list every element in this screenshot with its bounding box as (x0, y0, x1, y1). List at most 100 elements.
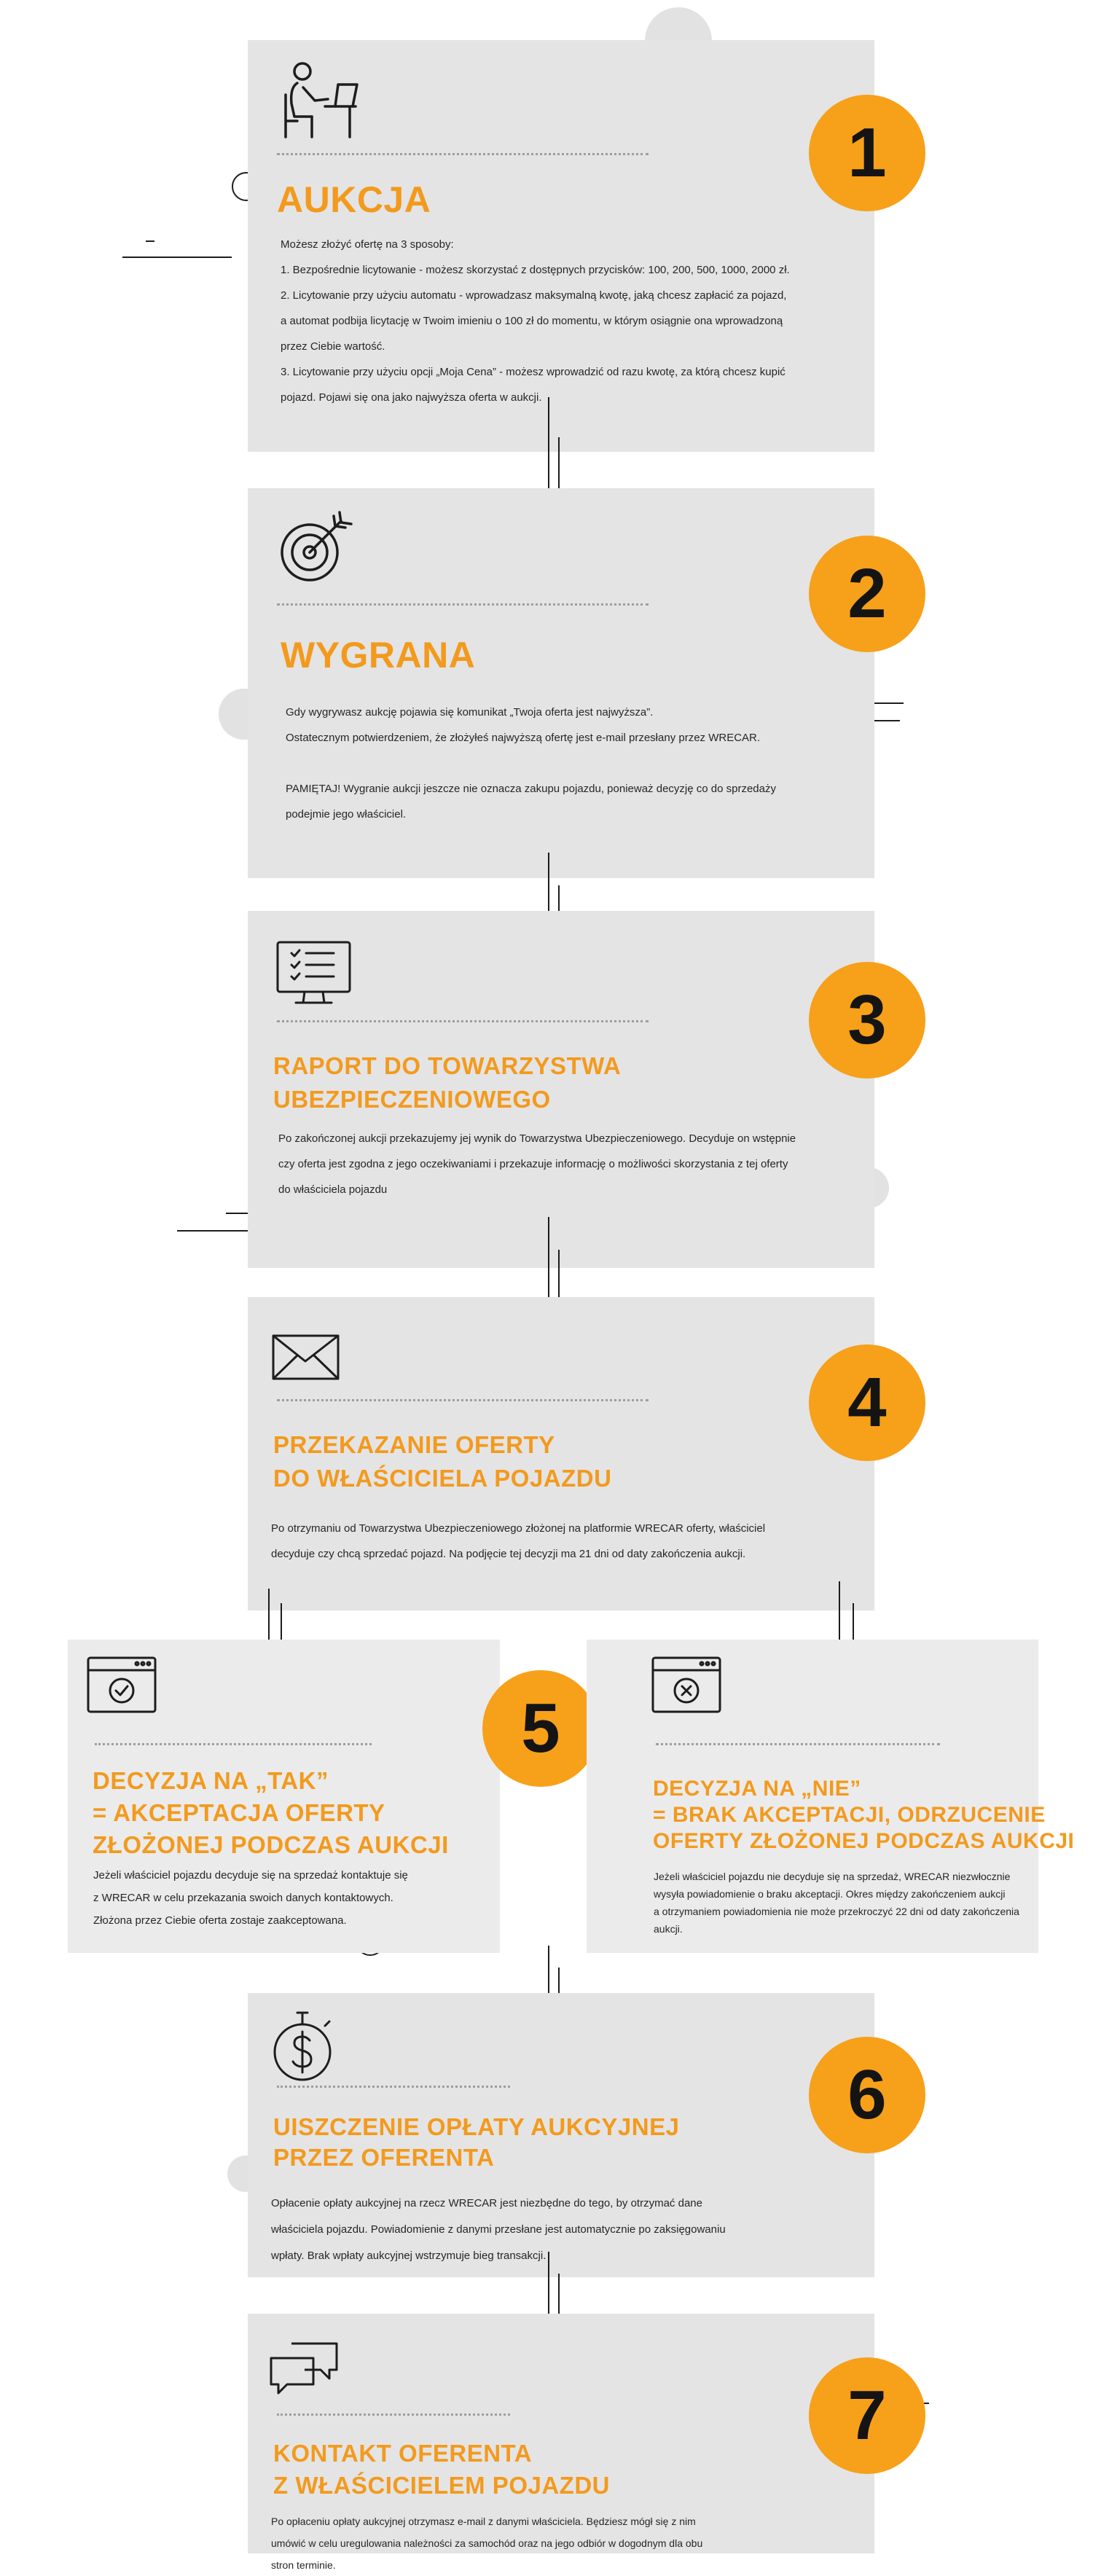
step-card-6 (248, 1993, 874, 2277)
step-title-1: AUKCJA (277, 179, 431, 220)
divider-dots (277, 2413, 510, 2416)
step-number-4: 4 (809, 1344, 925, 1461)
decor-line (122, 257, 232, 258)
stopwatch-dollar-icon (270, 2010, 335, 2088)
step-number-3: 3 (809, 962, 925, 1078)
step-card-2 (248, 488, 874, 878)
step-title-7: KONTAKT OFERENTA Z WŁAŚCICIELEM POJAZDU (273, 2438, 610, 2502)
step-title-4: PRZEKAZANIE OFERTY DO WŁAŚCICIELA POJAZD… (273, 1428, 611, 1495)
body-line: do właściciela pojazdu (278, 1183, 388, 1196)
step-body-3: Po zakończonej aukcji przekazujemy jej w… (278, 1126, 861, 1202)
divider-dots (277, 153, 649, 155)
body-line (286, 751, 854, 776)
step-card-3 (248, 911, 874, 1268)
connector-line (548, 397, 549, 536)
body-line: PAMIĘTAJ! Wygranie aukcji jeszcze nie oz… (286, 783, 776, 795)
body-line: pojazd. Pojawi się ona jako najwyższa of… (281, 391, 542, 404)
step-card-4 (248, 1297, 874, 1610)
connector-line (548, 1217, 549, 1347)
divider-dots (277, 603, 649, 606)
body-line: decyduje czy chcą sprzedać pojazd. Na po… (271, 1548, 746, 1560)
body-line: Jeżeli właściciel pojazdu decyduje się n… (93, 1869, 408, 1882)
step-body-6: Opłacenie opłaty aukcyjnej na rzecz WREC… (271, 2191, 854, 2269)
title-line: OFERTY ZŁOŻONEJ PODCZAS AUKCJI (653, 1829, 1075, 1853)
title-line: DO WŁAŚCICIELA POJAZDU (273, 1465, 612, 1492)
step-title-2: WYGRANA (281, 635, 476, 676)
body-line: Po opłaceniu opłaty aukcyjnej otrzymasz … (271, 2516, 696, 2527)
body-line: a otrzymaniem powiadomienia nie może prz… (654, 1906, 1019, 1917)
divider-dots (656, 1743, 940, 1745)
target-arrow-icon (277, 510, 353, 590)
body-line: wysyła powiadomienie o braku akceptacji.… (654, 1888, 1006, 1900)
body-line: 3. Licytowanie przy użyciu opcji „Moja C… (281, 366, 786, 378)
step-number-7: 7 (809, 2357, 925, 2474)
decor-line (146, 240, 154, 242)
body-line: z WRECAR w celu przekazania swoich danyc… (93, 1892, 393, 1904)
step-number-2: 2 (809, 536, 925, 652)
title-line: UISZCZENIE OPŁATY AUKCYJNEJ (273, 2113, 680, 2140)
body-line: a automat podbija licytację w Twoim imie… (281, 315, 783, 327)
body-line: Możesz złożyć ofertę na 3 sposoby: (281, 238, 454, 251)
body-line: Jeżeli właściciel pojazdu nie decyduje s… (654, 1871, 1011, 1882)
step-title-6: UISZCZENIE OPŁATY AUKCYJNEJ PRZEZ OFEREN… (273, 2112, 679, 2173)
step-card-5-yes (68, 1640, 500, 1953)
body-line: umówić w celu uregulowania należności za… (271, 2537, 703, 2549)
body-line: właściciela pojazdu. Powiadomienie z dan… (271, 2223, 726, 2236)
body-line: Ostatecznym potwierdzeniem, że złożyłeś … (286, 732, 761, 744)
body-line: aukcji. (654, 1923, 683, 1935)
body-line: czy oferta jest zgodna z jego oczekiwani… (278, 1158, 788, 1170)
body-line: podejmie jego właściciel. (286, 808, 407, 821)
step-number-6: 6 (809, 2037, 925, 2153)
step-card-5-no (587, 1640, 1038, 1953)
divider-dots (277, 1020, 649, 1022)
title-line: = BRAK AKCEPTACJI, ODRZUCENIE (653, 1803, 1046, 1827)
connector-line (839, 1581, 840, 1683)
connector-line (548, 853, 549, 962)
step-card-1 (248, 40, 874, 452)
decor-line (177, 1230, 286, 1232)
title-line: DECYZJA NA „TAK” (93, 1767, 329, 1794)
connector-line (548, 2252, 549, 2368)
body-line: Gdy wygrywasz aukcję pojawia się komunik… (286, 706, 654, 719)
title-line: UBEZPIECZENIOWEGO (273, 1086, 551, 1113)
divider-dots (95, 1743, 372, 1745)
title-line: = AKCEPTACJA OFERTY (93, 1799, 385, 1826)
monitor-checklist-icon (275, 940, 352, 1009)
step-body-4: Po otrzymaniu od Towarzystwa Ubezpieczen… (271, 1516, 854, 1567)
step-body-5-yes: Jeżeli właściciel pojazdu decyduje się n… (93, 1864, 487, 1932)
step-body-1: Możesz złożyć ofertę na 3 sposoby: 1. Be… (281, 232, 863, 410)
body-line: Po otrzymaniu od Towarzystwa Ubezpieczen… (271, 1522, 766, 1535)
title-line: DECYZJA NA „NIE” (653, 1777, 861, 1801)
step-number-1: 1 (809, 95, 925, 211)
title-line: Z WŁAŚCICIELEM POJAZDU (273, 2472, 610, 2499)
person-at-desk-icon (277, 58, 361, 146)
window-x-icon (651, 1656, 722, 1718)
body-line: Po zakończonej aukcji przekazujemy jej w… (278, 1132, 796, 1145)
body-line: stron terminie. (271, 2559, 336, 2571)
step-title-5-yes: DECYZJA NA „TAK” = AKCEPTACJA OFERTY ZŁO… (93, 1765, 449, 1861)
connector-line (268, 1589, 270, 1683)
divider-dots (277, 1399, 649, 1401)
body-line: 2. Licytowanie przy użyciu automatu - wp… (281, 289, 787, 302)
body-line: 1. Bezpośrednie licytowanie - możesz sko… (281, 264, 790, 276)
step-body-5-no: Jeżeli właściciel pojazdu nie decyduje s… (654, 1868, 1033, 1938)
step-title-5-no: DECYZJA NA „NIE” = BRAK AKCEPTACJI, ODRZ… (653, 1776, 1074, 1855)
step-title-3: RAPORT DO TOWARZYSTWA UBEZPIECZENIOWEGO (273, 1049, 621, 1116)
title-line: KONTAKT OFERENTA (273, 2440, 533, 2467)
title-line: PRZEZ OFERENTA (273, 2144, 495, 2171)
step-body-2: Gdy wygrywasz aukcję pojawia się komunik… (286, 700, 854, 827)
title-line: RAPORT DO TOWARZYSTWA (273, 1052, 622, 1079)
title-line: ZŁOŻONEJ PODCZAS AUKCJI (93, 1831, 449, 1858)
chat-bubbles-icon (268, 2339, 341, 2401)
step-body-7: Po opłaceniu opłaty aukcyjnej otrzymasz … (271, 2510, 854, 2576)
step-card-7 (248, 2314, 874, 2553)
window-check-icon (86, 1656, 157, 1718)
body-line: Złożona przez Ciebie oferta zostaje zaak… (93, 1914, 347, 1927)
body-line: Opłacenie opłaty aukcyjnej na rzecz WREC… (271, 2197, 702, 2209)
body-line: przez Ciebie wartość. (281, 340, 385, 353)
step-number-5: 5 (482, 1670, 599, 1787)
envelope-icon (271, 1334, 340, 1385)
divider-dots (277, 2086, 510, 2088)
body-line: wpłaty. Brak wpłaty aukcyjnej wstrzymuje… (271, 2250, 546, 2262)
title-line: PRZEKAZANIE OFERTY (273, 1431, 555, 1458)
